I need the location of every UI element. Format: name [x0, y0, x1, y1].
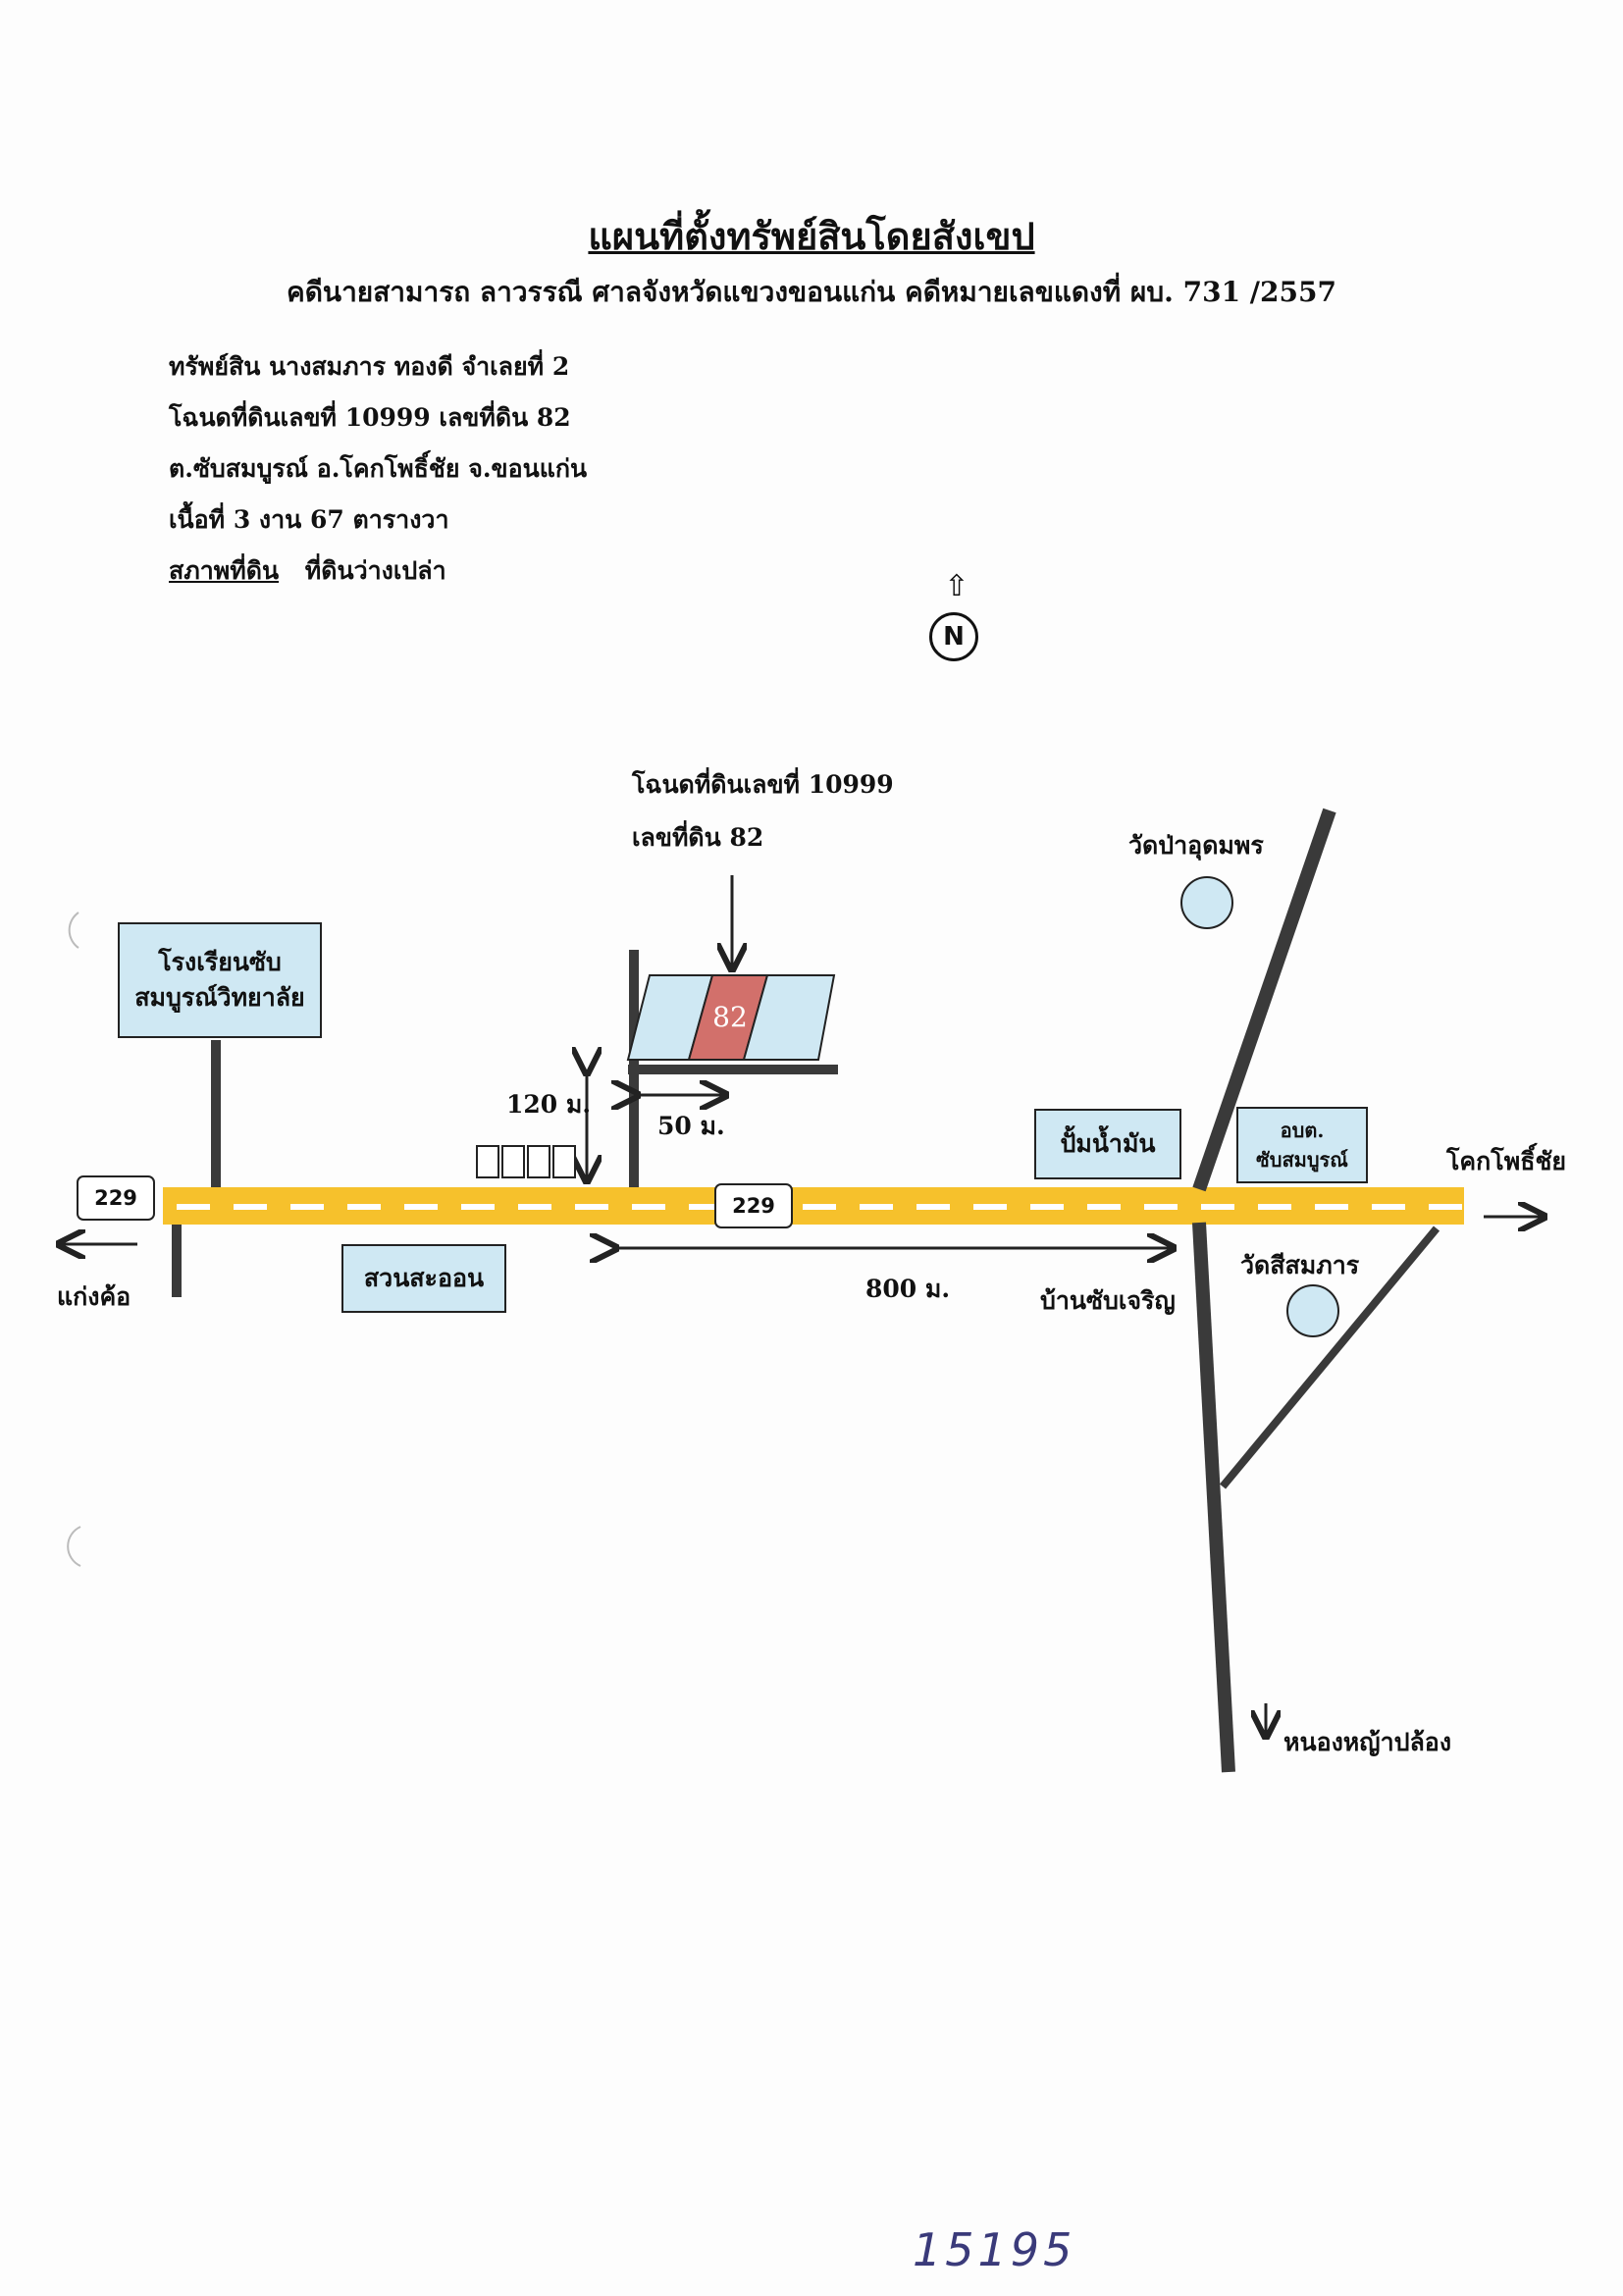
- location-line: ต.ซับสมบูรณ์ อ.โคกโพธิ์ชัย จ.ขอนแก่น: [169, 454, 588, 483]
- sao-line2: ซับสมบูรณ์: [1256, 1148, 1348, 1172]
- condition-label: สภาพที่ดิน: [169, 556, 280, 585]
- sao-office-sign: อบต. ซับสมบูรณ์: [1236, 1107, 1368, 1183]
- north-arrow-icon: ⇧: [944, 569, 969, 603]
- compass-circle: N: [929, 612, 978, 661]
- deed-line: โฉนดที่ดินเลขที่ 10999 เลขที่ดิน 82: [169, 403, 571, 432]
- road-south: [1192, 1222, 1235, 1773]
- temple-north-label: วัดป่าอุดมพร: [1128, 831, 1264, 860]
- deed-label-line2: เลขที่ดิน 82: [632, 823, 764, 852]
- binder-hole-top: [68, 912, 79, 949]
- school-sign: โรงเรียนซับ สมบูรณ์วิทยาลัย: [118, 922, 322, 1038]
- school-name-line1: โรงเรียนซับ: [158, 948, 282, 976]
- compass-label: N: [943, 622, 965, 652]
- distance-50-label: 50 ม.: [657, 1112, 725, 1140]
- temple-north-icon: [1180, 876, 1233, 929]
- destination-west-label: แก่งค้อ: [57, 1282, 131, 1311]
- house-2: [501, 1145, 525, 1178]
- condition-line: สภาพที่ดิน ที่ดินว่างเปล่า: [169, 546, 587, 597]
- parcel-neighbor-east: [742, 974, 836, 1061]
- gas-station-sign: ปั้มน้ำมัน: [1034, 1109, 1181, 1179]
- owner-line: ทรัพย์สิน นางสมภาร ทองดี จำเลยที่ 2: [169, 352, 570, 381]
- house-4: [552, 1145, 576, 1178]
- house-3: [527, 1145, 550, 1178]
- distance-120-label: 120 ม.: [506, 1090, 592, 1119]
- case-subtitle: คดีนายสามารถ ลาวรรณี ศาลจังหวัดแขวงขอนแก…: [287, 276, 1336, 308]
- property-info: ทรัพย์สิน นางสมภาร ทองดี จำเลยที่ 2 โฉนด…: [169, 341, 587, 597]
- village-label: บ้านซับเจริญ: [1040, 1286, 1176, 1315]
- binder-hole-bottom: [67, 1526, 81, 1567]
- temple-south-label: วัดสีสมภาร: [1240, 1251, 1360, 1279]
- road-branch: [1219, 1226, 1440, 1489]
- condition-value: ที่ดินว่างเปล่า: [304, 556, 446, 585]
- highway-marker-west: 229: [77, 1175, 155, 1221]
- road-north-diagonal: [1192, 808, 1336, 1192]
- parcel-number-label: 82: [712, 1001, 748, 1033]
- handwritten-page-number: 15195: [913, 2223, 1076, 2276]
- highway-marker-center: 229: [714, 1183, 793, 1228]
- sao-line1: อบต.: [1280, 1119, 1325, 1142]
- deed-label-line1: โฉนดที่ดินเลขที่ 10999: [632, 770, 894, 799]
- map-title: แผนที่ตั้งทรัพย์สินโดยสังเขป: [588, 214, 1035, 258]
- distance-800-label: 800 ม.: [865, 1275, 951, 1303]
- temple-south-icon: [1286, 1284, 1339, 1337]
- destination-east-label: โคกโพธิ์ชัย: [1446, 1147, 1567, 1175]
- destination-south-label: หนองหญ้าปล้อง: [1283, 1728, 1452, 1756]
- house-1: [476, 1145, 499, 1178]
- school-name-line2: สมบูรณ์วิทยาลัย: [134, 983, 305, 1012]
- garden-sign: สวนสะออน: [341, 1244, 506, 1313]
- area-line: เนื้อที่ 3 งาน 67 ตารางวา: [169, 505, 449, 534]
